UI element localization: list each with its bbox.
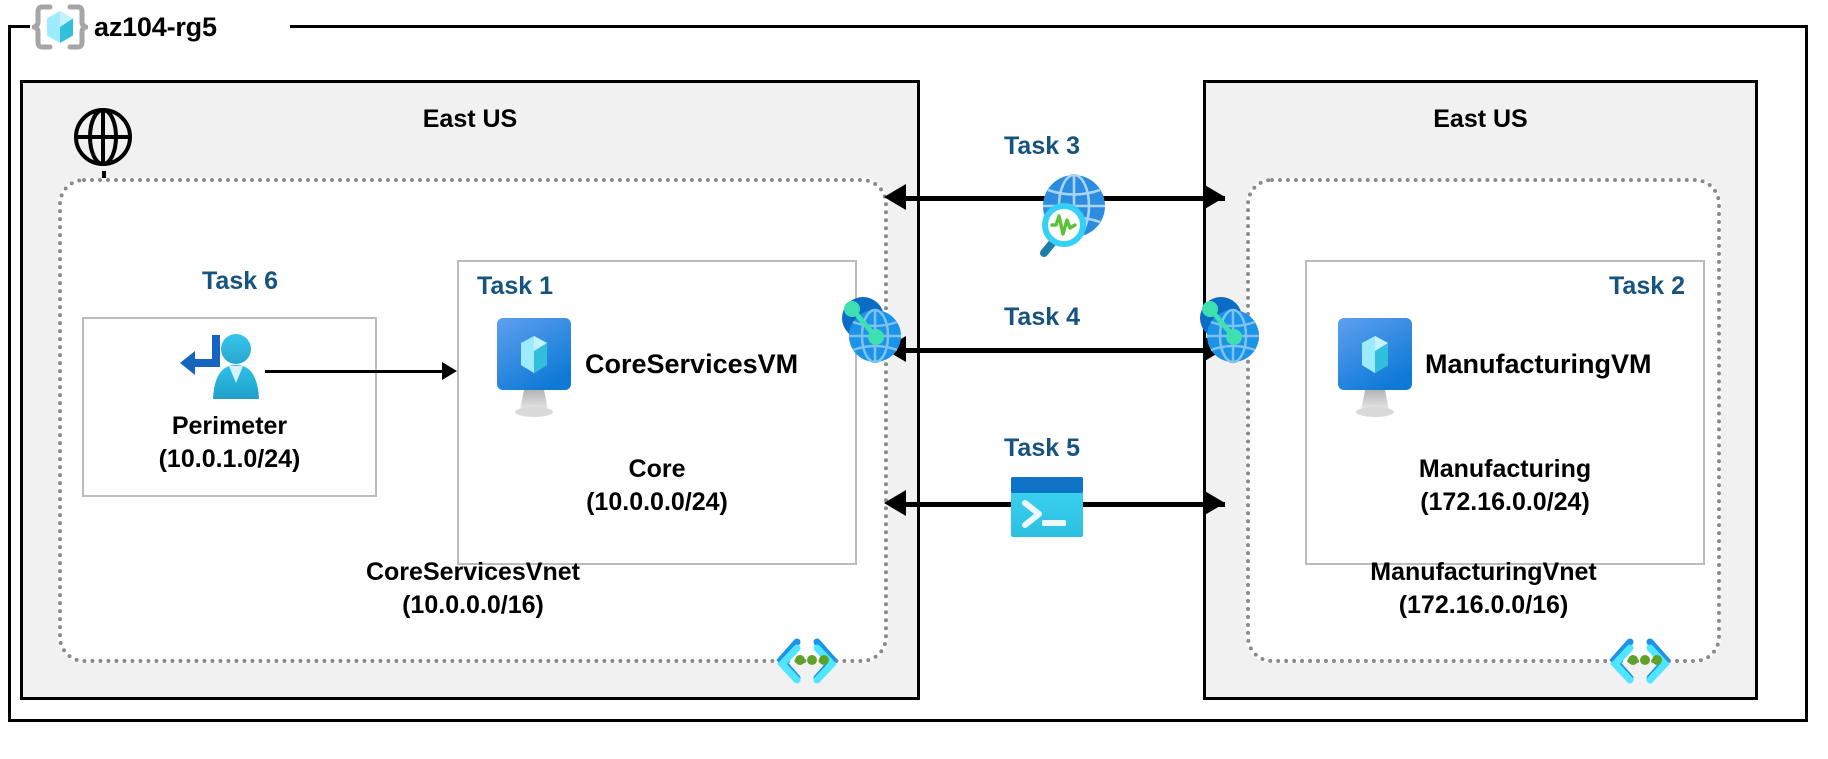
region-panel-right: East US Task 2 — [1203, 80, 1758, 700]
resource-group-label: az104-rg5 — [32, 4, 225, 50]
vnet-manufacturing: Task 2 — [1246, 178, 1721, 684]
task3-arrowhead-left — [884, 184, 906, 210]
region-panel-left: East US Task 6 — [20, 80, 920, 700]
vm-name-manufacturing: ManufacturingVM — [1425, 349, 1652, 379]
subnet-core-cidr: (10.0.0.0/24) — [586, 488, 728, 516]
globe-icon — [71, 105, 135, 169]
vnet-core-services-name: CoreServicesVnet — [365, 558, 580, 586]
cloud-shell-icon — [1008, 474, 1086, 540]
vnet-peering-icon-left — [835, 294, 907, 366]
subnet-perimeter: Perimeter (10.0.1.0/24) — [82, 317, 377, 497]
subnet-core: Task 1 — [457, 260, 857, 565]
code-brackets-icon — [774, 634, 840, 686]
virtual-machine-icon — [1335, 312, 1415, 422]
task4-connection-line — [905, 348, 1225, 353]
vnet-manufacturing-cidr: (172.16.0.0/16) — [1398, 591, 1569, 619]
code-brackets-icon — [1607, 634, 1673, 686]
task-label-1: Task 1 — [477, 272, 553, 300]
perimeter-to-core-arrowhead — [442, 362, 457, 380]
vnet-core-services: Task 6 — [58, 178, 888, 684]
task-label-6: Task 6 — [202, 267, 278, 295]
subnet-manufacturing-name: Manufacturing — [1418, 455, 1592, 483]
vnet-core-services-cidr: (10.0.0.0/16) — [402, 591, 544, 619]
subnet-perimeter-cidr: (10.0.1.0/24) — [158, 445, 301, 473]
network-watcher-icon — [1022, 170, 1110, 260]
task-label-5: Task 5 — [1004, 434, 1080, 462]
task5-arrowhead-right — [1203, 490, 1225, 516]
subnet-manufacturing: Task 2 — [1305, 260, 1705, 565]
azure-bastion-icon — [176, 329, 268, 407]
subnet-core-name: Core — [628, 455, 686, 483]
vm-name-core-services: CoreServicesVM — [585, 349, 799, 379]
virtual-machine-icon — [494, 312, 574, 422]
azure-resource-group-icon — [32, 4, 88, 50]
subnet-perimeter-name: Perimeter — [171, 412, 288, 440]
task-label-3: Task 3 — [1004, 132, 1080, 160]
region-title-right: East US — [1433, 105, 1528, 133]
subnet-manufacturing-cidr: (172.16.0.0/24) — [1420, 488, 1590, 516]
vnet-peering-icon-right — [1193, 294, 1265, 366]
region-title-left: East US — [422, 105, 518, 133]
task-label-4: Task 4 — [1004, 303, 1080, 331]
task-label-2: Task 2 — [1609, 272, 1685, 300]
task5-arrowhead-left — [884, 490, 906, 516]
vnet-manufacturing-name: ManufacturingVnet — [1370, 558, 1597, 586]
task3-arrowhead-right — [1203, 184, 1225, 210]
perimeter-to-core-line — [265, 370, 445, 373]
resource-group-name: az104-rg5 — [94, 11, 217, 42]
